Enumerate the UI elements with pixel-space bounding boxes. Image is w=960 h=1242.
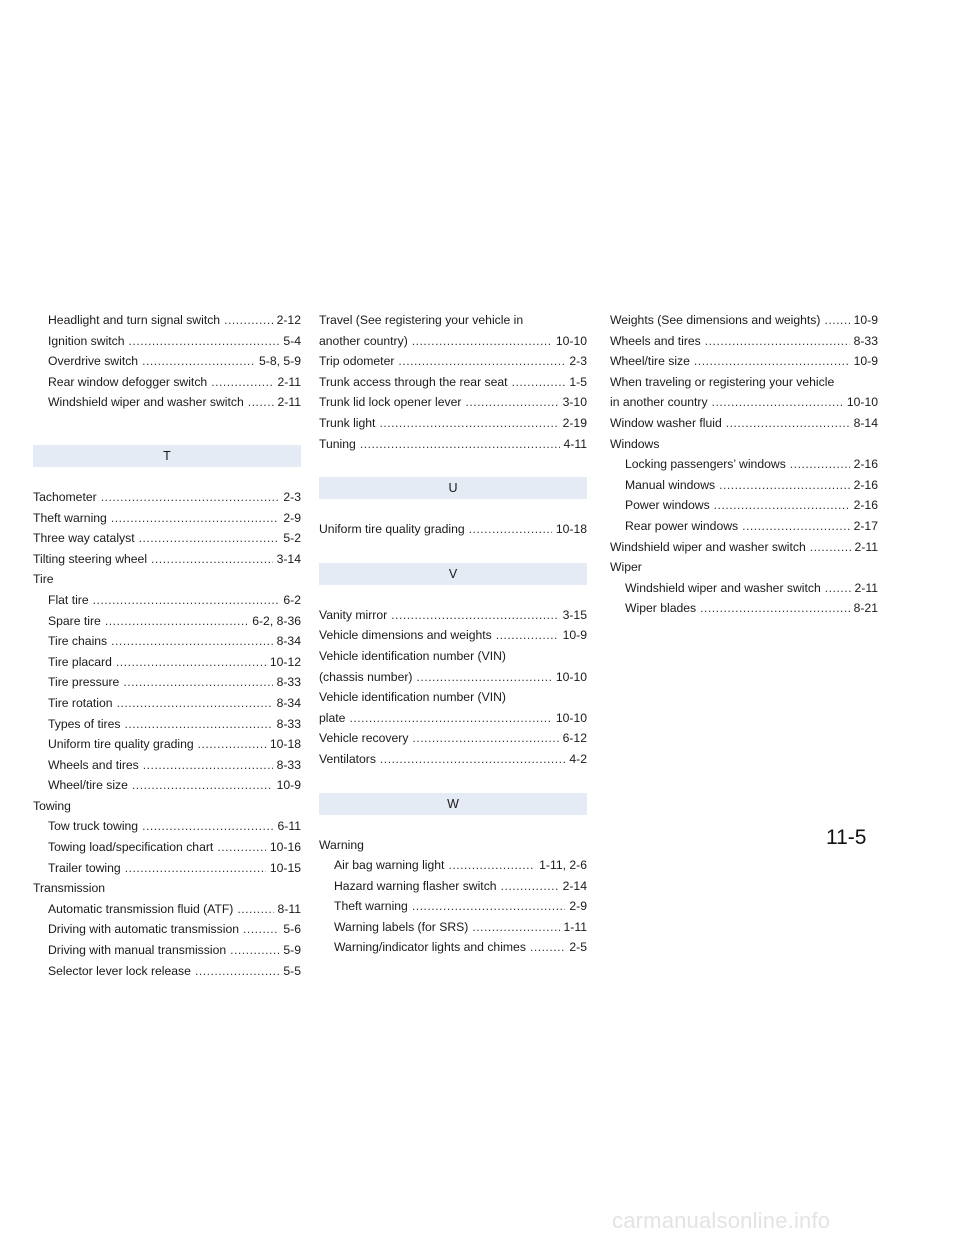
index-entry: Trunk access through the rear seat1-5 [319, 372, 587, 393]
index-entry: Locking passengers’ windows2-16 [610, 454, 878, 475]
index-entry: Tire chains8-34 [33, 631, 301, 652]
index-entry-line: Vehicle identification number (VIN) [319, 690, 506, 705]
index-group-heading: Transmission [33, 881, 106, 896]
index-entry: in another country10-10 [610, 392, 878, 413]
index-entry: (chassis number)10-10 [319, 667, 587, 688]
index-entry: Tuning4-11 [319, 434, 587, 455]
index-entry: Wheels and tires8-33 [610, 331, 878, 352]
index-entry: Windshield wiper and washer switch2-11 [610, 578, 878, 599]
index-entry: Air bag warning light1-11, 2-6 [319, 855, 587, 876]
index-entry: Three way catalyst5-2 [33, 528, 301, 549]
index-entry: Automatic transmission fluid (ATF)8-11 [33, 899, 301, 920]
index-entry: Tire rotation8-34 [33, 693, 301, 714]
index-entry: Tire placard10-12 [33, 652, 301, 673]
index-entry: Tilting steering wheel3-14 [33, 549, 301, 570]
index-entry: Driving with manual transmission5-9 [33, 940, 301, 961]
index-entry: Warning labels (for SRS)1-11 [319, 917, 587, 938]
index-entry: Windshield wiper and washer switch2-11 [33, 392, 301, 413]
index-entry: Warning/indicator lights and chimes2-5 [319, 937, 587, 958]
index-entry: Trunk lid lock opener lever3-10 [319, 392, 587, 413]
index-entry: Power windows2-16 [610, 495, 878, 516]
index-entry: Manual windows2-16 [610, 475, 878, 496]
index-entry: Vehicle dimensions and weights10-9 [319, 625, 587, 646]
index-entry: Windshield wiper and washer switch2-11 [610, 537, 878, 558]
index-entry: Uniform tire quality grading10-18 [319, 519, 587, 540]
index-entry: another country)10-10 [319, 331, 587, 352]
index-entry: Trailer towing10-15 [33, 858, 301, 879]
index-group-heading: Towing [33, 798, 71, 813]
index-entry: Tachometer2-3 [33, 487, 301, 508]
letter-heading-t: T [33, 444, 301, 467]
index-group-heading: Windows [610, 436, 660, 451]
index-entry: Types of tires8-33 [33, 714, 301, 735]
letter-heading-u: U [319, 477, 587, 500]
index-entry: Headlight and turn signal switch2-12 [33, 310, 301, 331]
index-entry: Vehicle recovery6-12 [319, 728, 587, 749]
index-entry: Driving with automatic transmission5-6 [33, 919, 301, 940]
index-entry: Spare tire6-2, 8-36 [33, 611, 301, 632]
index-entry: Ignition switch5-4 [33, 331, 301, 352]
page-number: 11-5 [826, 826, 867, 849]
index-group-heading: Tire [33, 572, 54, 587]
index-entry: Rear power windows2-17 [610, 516, 878, 537]
index-entry: Towing load/specification chart10-16 [33, 837, 301, 858]
index-entry: plate10-10 [319, 708, 587, 729]
index-group-heading: Warning [319, 837, 364, 852]
index-entry: Ventilators4-2 [319, 749, 587, 770]
index-group-heading: Wiper [610, 560, 642, 575]
index-entry: Tow truck towing6-11 [33, 816, 301, 837]
index-entry: Wiper blades8-21 [610, 598, 878, 619]
index-entry: Trip odometer2-3 [319, 351, 587, 372]
index-entry: Selector lever lock release5-5 [33, 961, 301, 982]
index-entry: Trunk light2-19 [319, 413, 587, 434]
index-entry-line: When traveling or registering your vehic… [610, 374, 835, 389]
index-column-1: Headlight and turn signal switch2-12 Ign… [33, 310, 301, 981]
index-column-3: Weights (See dimensions and weights)10-9… [610, 310, 878, 619]
index-entry: Window washer fluid8-14 [610, 413, 878, 434]
index-entry: Tire pressure8-33 [33, 672, 301, 693]
index-entry-line: Travel (See registering your vehicle in [319, 313, 524, 327]
index-entry: Theft warning2-9 [319, 896, 587, 917]
letter-heading-w: W [319, 792, 587, 815]
index-entry: Wheels and tires8-33 [33, 755, 301, 776]
index-entry: Wheel/tire size10-9 [33, 775, 301, 796]
index-entry: Vanity mirror3-15 [319, 605, 587, 626]
index-entry: Theft warning2-9 [33, 508, 301, 529]
index-entry-line: Vehicle identification number (VIN) [319, 648, 506, 663]
index-entry: Wheel/tire size10-9 [610, 351, 878, 372]
index-entry: Overdrive switch5-8, 5-9 [33, 351, 301, 372]
index-entry: Hazard warning flasher switch2-14 [319, 876, 587, 897]
index-entry: Flat tire6-2 [33, 590, 301, 611]
index-entry: Rear window defogger switch2-11 [33, 372, 301, 393]
index-entry: Uniform tire quality grading10-18 [33, 734, 301, 755]
index-column-2: Travel (See registering your vehicle in … [319, 310, 587, 958]
index-entry: Weights (See dimensions and weights)10-9 [610, 310, 878, 331]
letter-heading-v: V [319, 562, 587, 585]
watermark: carmanualsonline.info [612, 1208, 831, 1233]
